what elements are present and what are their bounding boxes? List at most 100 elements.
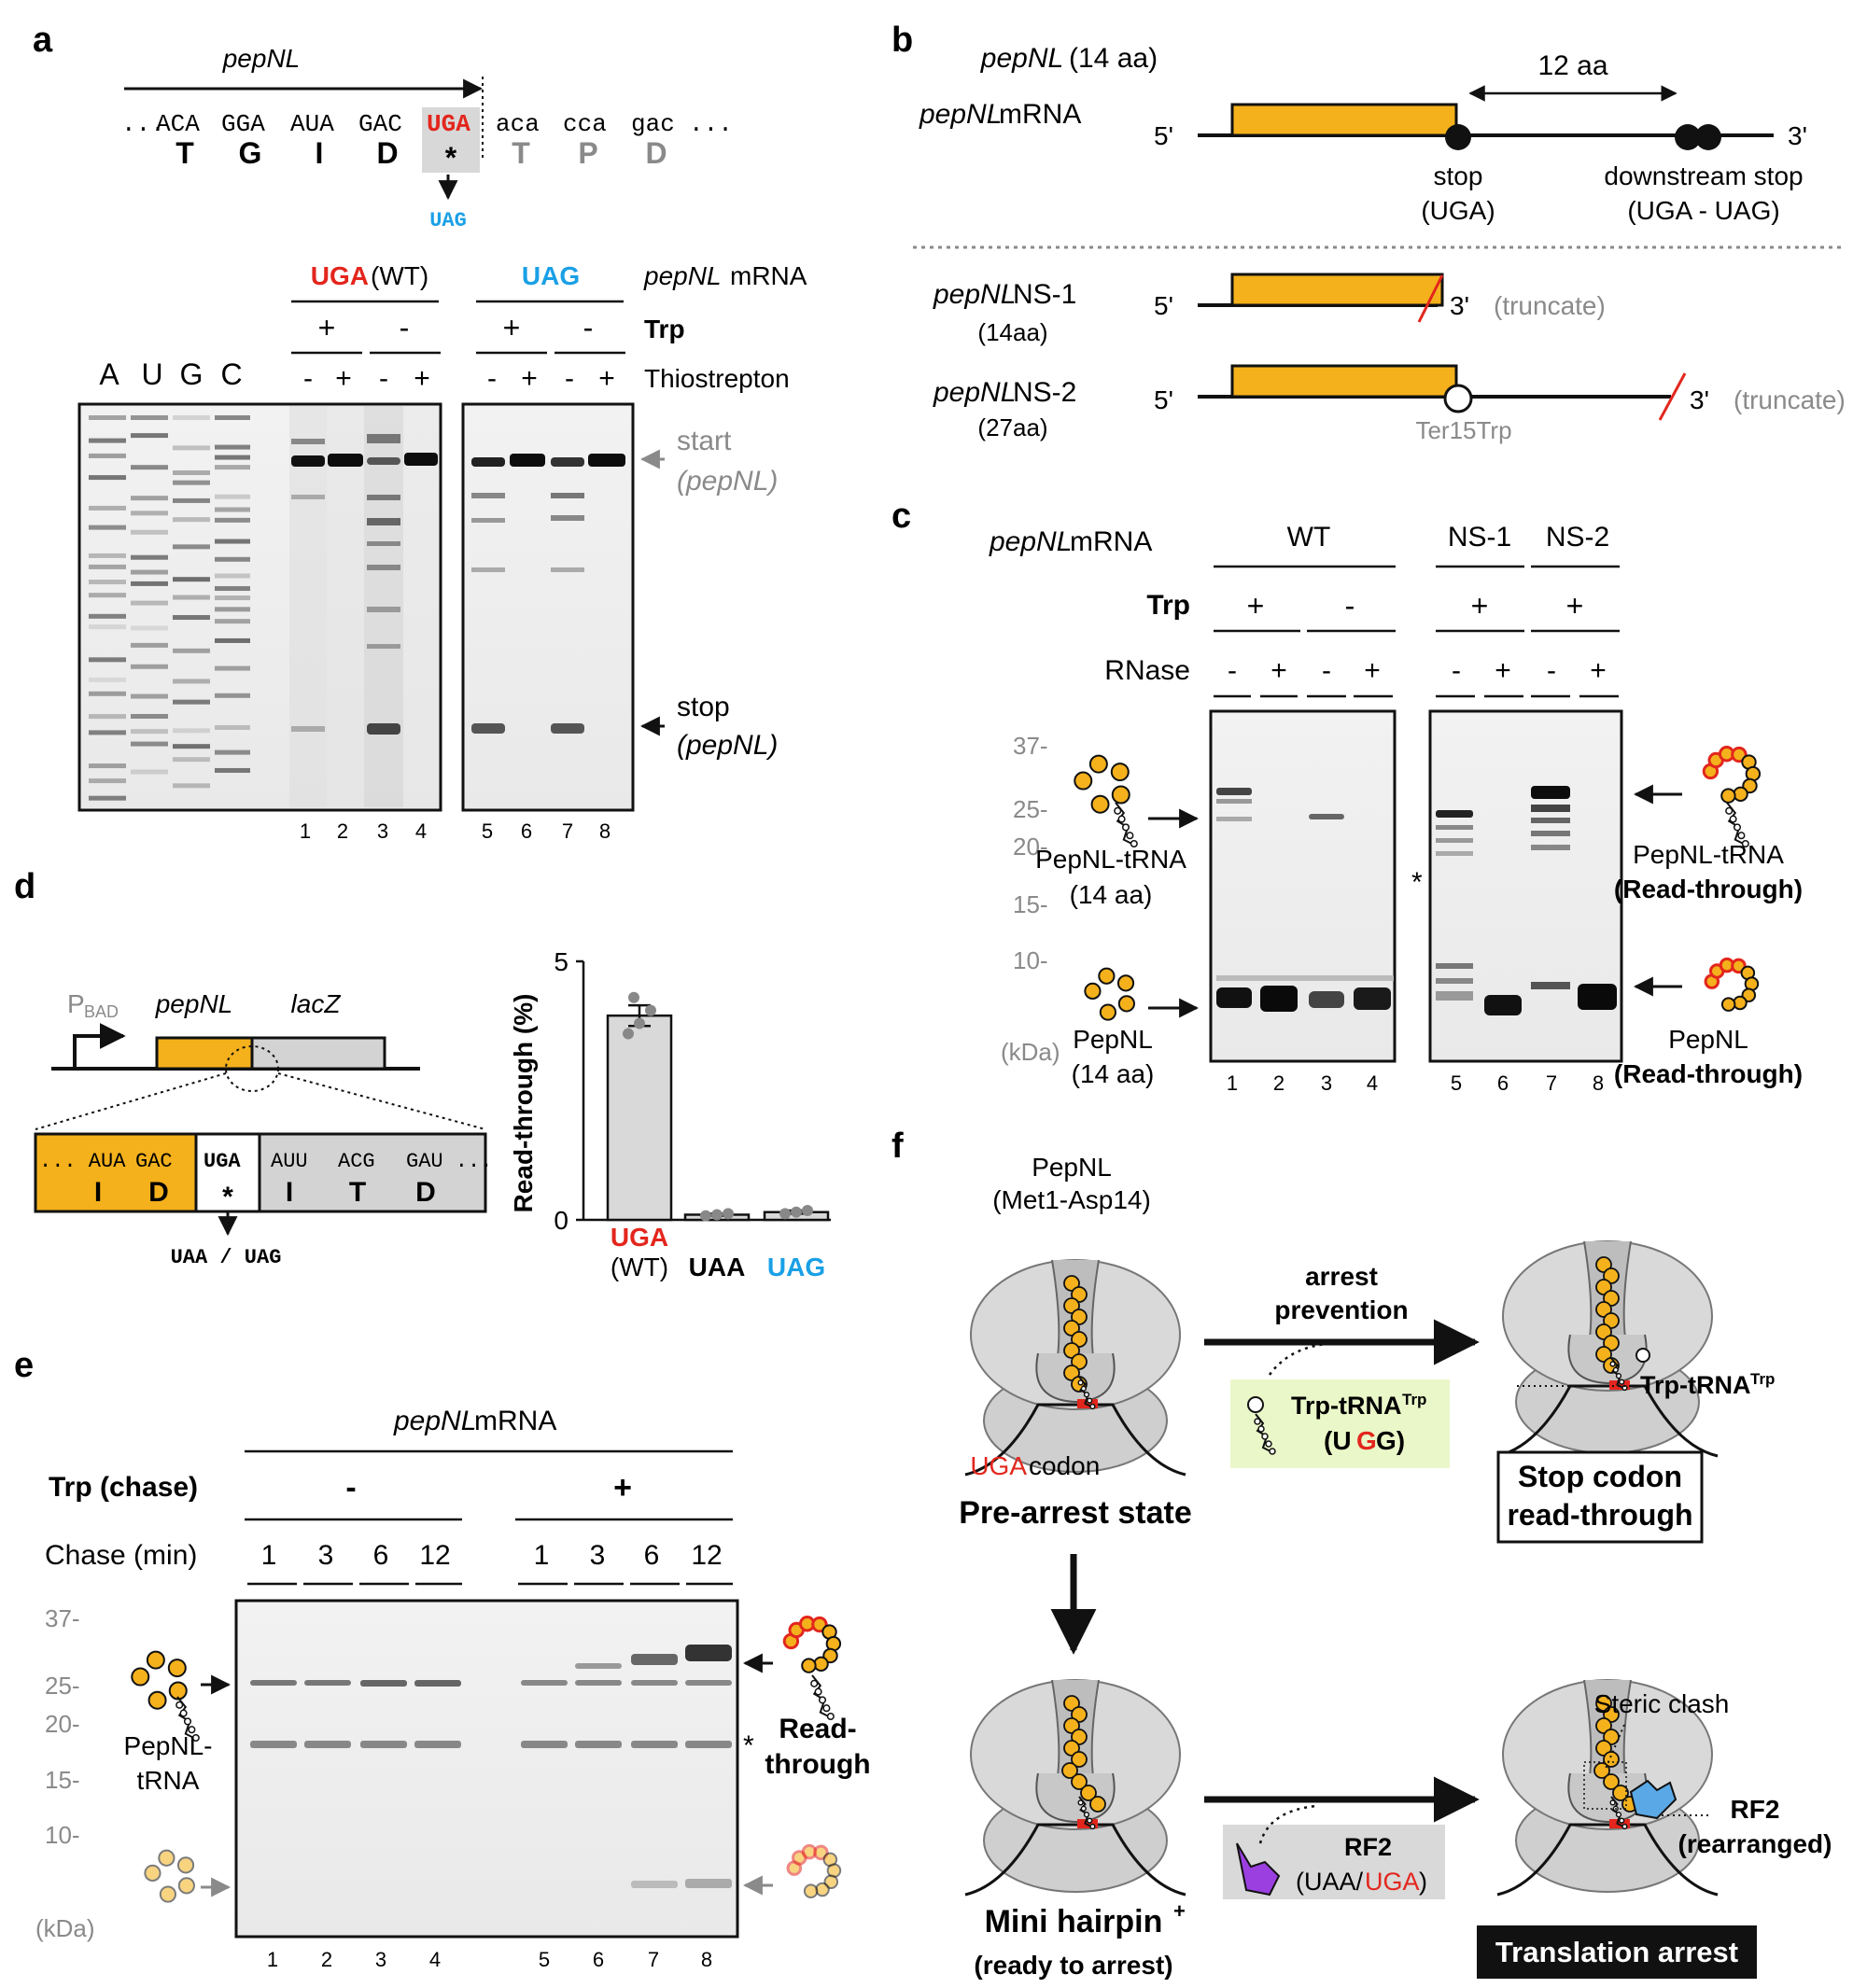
trp-trna-box	[1230, 1379, 1450, 1468]
svg-text:(ready to arrest): (ready to arrest)	[974, 1951, 1172, 1980]
panel-a-mutation: UAG	[429, 209, 467, 232]
svg-text:D: D	[376, 136, 398, 170]
amino-acid-bead	[815, 1882, 830, 1897]
svg-text:4: 4	[429, 1948, 441, 1971]
svg-text:7: 7	[1546, 1071, 1557, 1095]
panel-b: b pepNL (14 aa) 12 aa pepNL mRNA 5' 3' s…	[891, 21, 1846, 444]
ladder-band	[131, 569, 168, 575]
svg-text:*: *	[1411, 867, 1423, 898]
svg-text:*: *	[445, 141, 457, 175]
trna-base	[1265, 1440, 1272, 1448]
amino-acid-bead	[822, 1647, 838, 1664]
svg-text:5': 5'	[1154, 121, 1173, 150]
chart-category-1-a: UGA	[611, 1223, 668, 1252]
panel-f-letter: f	[891, 1127, 904, 1166]
ladder-band	[215, 494, 250, 499]
ladder-band	[131, 554, 168, 560]
ladder-band	[215, 665, 250, 671]
chart-point	[791, 1206, 802, 1218]
svg-text:12: 12	[419, 1540, 450, 1571]
panel-a-stop-label: stop	[677, 692, 730, 722]
amino-acid-bead	[1088, 754, 1108, 774]
trna-base	[1615, 1373, 1622, 1379]
panel-a-stop-gene: (pepNL)	[677, 730, 778, 761]
nascent-chain-bead	[1063, 1740, 1080, 1757]
trna-base	[1733, 823, 1742, 832]
svg-text:...: ...	[121, 110, 165, 138]
svg-text:Trp: Trp	[1146, 590, 1190, 621]
nascent-chain-bead	[1603, 1729, 1620, 1745]
panel-a-thio-label: Thiostrepton	[644, 364, 790, 393]
panel-a-mrna-rest: mRNA	[730, 261, 807, 290]
svg-text:UGA: UGA	[204, 1150, 241, 1173]
svg-text:+: +	[503, 311, 521, 344]
svg-text:3: 3	[375, 1948, 386, 1971]
amino-acid-bead	[1733, 995, 1748, 1011]
svg-text:-: -	[1345, 589, 1355, 623]
svg-text:read-through: read-through	[1507, 1498, 1692, 1532]
svg-text:tRNA: tRNA	[137, 1766, 200, 1795]
ladder-band	[89, 795, 126, 801]
ladder-band	[131, 511, 168, 516]
panel-a-lane-numbers: 1 2 3 4 5 6 7 8	[300, 819, 611, 843]
panel-a-trp-label: Trp	[644, 315, 685, 343]
svg-text:4: 4	[1367, 1071, 1378, 1095]
svg-text:-: -	[1452, 655, 1461, 686]
amino-acid-bead	[1098, 967, 1116, 985]
panel-c-gel-ns-bands	[1436, 786, 1617, 1015]
trna-base	[818, 1696, 827, 1704]
panel-a-ladder-labels: A U G C	[99, 357, 242, 391]
svg-text:Stop codon: Stop codon	[1518, 1460, 1682, 1493]
amino-acid-bead	[1111, 785, 1130, 805]
ladder-band	[215, 507, 250, 512]
nascent-chain-bead	[1595, 1301, 1612, 1318]
svg-text:pepNL: pepNL	[919, 99, 1002, 130]
amino-acid-bead	[1099, 1003, 1117, 1021]
svg-text:RNase: RNase	[1104, 655, 1190, 686]
svg-text:(UGA - UAG): (UGA - UAG)	[1627, 196, 1779, 225]
ladder-band	[215, 455, 250, 460]
trna-base	[1261, 1433, 1269, 1440]
chart-point	[711, 1209, 723, 1221]
svg-text:25-: 25-	[45, 1672, 80, 1700]
panel-a-sequencing-ladder	[89, 415, 250, 801]
ladder-band	[215, 767, 250, 773]
svg-text:37-: 37-	[45, 1604, 80, 1632]
svg-text:pepNL: pepNL	[933, 279, 1016, 310]
panel-e-lane-numbers: 1 2 3 4 5 6 7 8	[267, 1948, 712, 1971]
nascent-chain-bead	[1063, 1320, 1080, 1337]
amino-acid-bead	[801, 1658, 817, 1673]
nascent-chain-bead	[1080, 1785, 1097, 1801]
svg-text:GAC: GAC	[135, 1150, 173, 1173]
svg-text:pepNL: pepNL	[989, 526, 1072, 557]
svg-text:Trp-tRNA: Trp-tRNA	[1291, 1392, 1401, 1420]
trna-backbone	[1115, 802, 1133, 845]
svg-text:RF2: RF2	[1731, 1795, 1780, 1824]
svg-text:NS-2: NS-2	[1013, 377, 1076, 408]
chart-point	[779, 1208, 791, 1220]
ladder-band	[89, 453, 126, 458]
amino-acid-bead	[1720, 788, 1736, 804]
panel-a-start-label: start	[677, 426, 732, 456]
trna-base	[826, 1712, 835, 1721]
svg-text:...: ...	[689, 110, 733, 138]
amino-acid-bead	[177, 1877, 195, 1895]
readthrough-box	[1496, 1450, 1704, 1544]
panel-a: a pepNL ... ACA GGA AUA GAC UGA aca cca …	[33, 21, 807, 843]
svg-text:stop: stop	[1434, 161, 1483, 190]
svg-text:10-: 10-	[1013, 946, 1048, 974]
svg-text:1: 1	[1227, 1071, 1238, 1095]
svg-text:... AUA: ... AUA	[39, 1150, 126, 1173]
svg-text:+: +	[1270, 655, 1287, 686]
ladder-band	[215, 724, 250, 730]
svg-text:1: 1	[261, 1540, 277, 1571]
ladder-band	[89, 613, 126, 619]
svg-text:P: P	[67, 989, 85, 1018]
svg-text:+: +	[318, 311, 336, 344]
trna-base	[1083, 1812, 1090, 1818]
panel-a-gel1-lanes	[289, 406, 439, 807]
trna-base	[822, 1704, 831, 1713]
svg-text:UGA: UGA	[970, 1451, 1027, 1480]
svg-text:3: 3	[377, 819, 388, 843]
svg-text:BAD: BAD	[84, 1002, 119, 1021]
